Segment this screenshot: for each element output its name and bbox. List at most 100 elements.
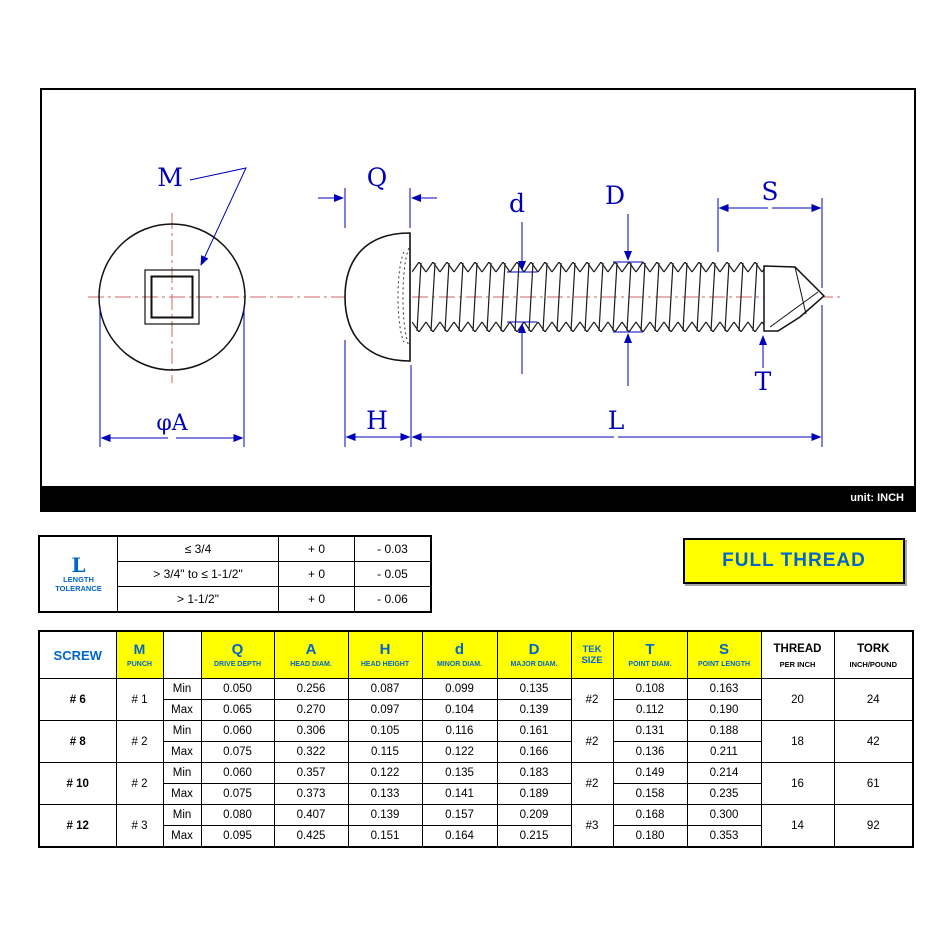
value-cell-major: 0.166 bbox=[496, 741, 572, 763]
col-header-point-length: S POINT LENGTH bbox=[686, 630, 762, 679]
spec-row-max: Max 0.095 0.425 0.151 0.164 0.215 0.180 … bbox=[39, 825, 913, 848]
tork-cell: 24 bbox=[833, 678, 914, 721]
col-header-label: Q bbox=[231, 641, 244, 658]
col-header-screw: SCREW bbox=[38, 630, 117, 679]
tolerance-sub-line2: TOLERANCE bbox=[55, 584, 102, 593]
col-header-label: T bbox=[645, 641, 655, 658]
max-label-cell: Max bbox=[162, 741, 202, 763]
punch-cell: # 2 bbox=[115, 720, 164, 763]
dim-label-d-major: D bbox=[605, 181, 625, 210]
thread-per-inch-cell: 20 bbox=[760, 678, 835, 721]
col-header-label: TORK bbox=[857, 643, 890, 655]
tolerance-header-cell: L LENGTH TOLERANCE bbox=[38, 535, 118, 613]
dim-label-t: T bbox=[755, 367, 772, 396]
value-cell-s: 0.300 bbox=[686, 804, 762, 826]
value-cell-a: 0.322 bbox=[273, 741, 349, 763]
spec-row-min: # 12 # 3 Min 0.080 0.407 0.139 0.157 0.2… bbox=[38, 804, 914, 848]
col-header-tek-size: TEK SIZE bbox=[570, 630, 614, 679]
tolerance-minus: - 0.03 bbox=[354, 535, 432, 562]
tolerance-minus: - 0.05 bbox=[354, 561, 432, 587]
value-cell-a: 0.373 bbox=[273, 783, 349, 805]
drill-point bbox=[763, 265, 826, 332]
col-header-sublabel: DRIVE DEPTH bbox=[213, 661, 262, 668]
tolerance-range: > 3/4" to ≤ 1-1/2" bbox=[117, 561, 279, 587]
col-header-sublabel: POINT DIAM. bbox=[628, 661, 672, 668]
value-cell-s: 0.353 bbox=[686, 825, 762, 848]
col-header-label: S bbox=[718, 641, 729, 658]
col-header-label: D bbox=[528, 641, 540, 658]
drill-point-flutes bbox=[769, 266, 819, 328]
value-cell-h: 0.122 bbox=[347, 762, 423, 784]
max-label-cell: Max bbox=[162, 783, 202, 805]
flute-line-1 bbox=[794, 266, 807, 315]
tek-size-cell: #2 bbox=[570, 762, 614, 805]
value-cell-q: 0.075 bbox=[200, 783, 275, 805]
screw-size-cell: # 8 bbox=[38, 720, 117, 763]
head-front-view bbox=[98, 223, 246, 371]
tolerance-letter: L bbox=[71, 553, 86, 577]
tolerance-sub-line1: LENGTH bbox=[63, 575, 94, 584]
dim-label-h: H bbox=[366, 406, 388, 435]
value-cell-h: 0.139 bbox=[347, 804, 423, 826]
tolerance-plus: + 0 bbox=[278, 535, 355, 562]
value-cell-minor: 0.164 bbox=[421, 825, 498, 848]
value-cell-minor: 0.099 bbox=[421, 678, 498, 700]
value-cell-q: 0.095 bbox=[200, 825, 275, 848]
value-cell-q: 0.080 bbox=[200, 804, 275, 826]
square-drive-inner bbox=[150, 275, 194, 319]
spec-row-min: # 10 # 2 Min 0.060 0.357 0.122 0.135 0.1… bbox=[38, 762, 914, 805]
value-cell-a: 0.357 bbox=[273, 762, 349, 784]
tolerance-range: ≤ 3/4 bbox=[117, 535, 279, 562]
thread-per-inch-cell: 14 bbox=[760, 804, 835, 848]
spec-row-max: Max 0.075 0.322 0.115 0.122 0.166 0.136 … bbox=[39, 741, 913, 763]
value-cell-t: 0.158 bbox=[612, 783, 688, 805]
value-cell-h: 0.133 bbox=[347, 783, 423, 805]
head-circle bbox=[98, 223, 246, 371]
col-header-sublabel: INCH/POUND bbox=[849, 660, 897, 669]
length-tolerance-table: L LENGTH TOLERANCE ≤ 3/4 + 0 - 0.03 > 3/… bbox=[38, 535, 432, 613]
tolerance-plus: + 0 bbox=[278, 586, 355, 613]
tolerance-plus: + 0 bbox=[278, 561, 355, 587]
value-cell-q: 0.050 bbox=[200, 678, 275, 700]
dim-label-q: Q bbox=[367, 163, 388, 192]
value-cell-q: 0.060 bbox=[200, 720, 275, 742]
tek-size-cell: #2 bbox=[570, 720, 614, 763]
min-label-cell: Min bbox=[162, 804, 202, 826]
spec-header-row: SCREW M PUNCH Q DRIVE DEPTH A HEAD DIAM.… bbox=[38, 630, 914, 679]
value-cell-t: 0.168 bbox=[612, 804, 688, 826]
value-cell-t: 0.108 bbox=[612, 678, 688, 700]
value-cell-minor: 0.157 bbox=[421, 804, 498, 826]
thread-pattern bbox=[412, 262, 764, 332]
col-header-tork: TORK INCH/POUND bbox=[833, 630, 914, 679]
min-label-cell: Min bbox=[162, 720, 202, 742]
max-label-cell: Max bbox=[162, 825, 202, 848]
col-header-major-diam: D MAJOR DIAM. bbox=[496, 630, 572, 679]
value-cell-major: 0.139 bbox=[496, 699, 572, 721]
value-cell-minor: 0.104 bbox=[421, 699, 498, 721]
thread-per-inch-cell: 18 bbox=[760, 720, 835, 763]
punch-cell: # 1 bbox=[115, 678, 164, 721]
dim-label-l: L bbox=[608, 406, 625, 435]
col-header-sublabel: HEAD DIAM. bbox=[290, 661, 332, 668]
value-cell-t: 0.149 bbox=[612, 762, 688, 784]
col-header-sublabel: PER INCH bbox=[779, 660, 816, 669]
tek-size-cell: #2 bbox=[570, 678, 614, 721]
value-cell-major: 0.161 bbox=[496, 720, 572, 742]
value-cell-q: 0.060 bbox=[200, 762, 275, 784]
value-cell-major: 0.135 bbox=[496, 678, 572, 700]
technical-drawing-box: M Q d D S T H L φA unit: INCH bbox=[40, 88, 916, 512]
value-cell-major: 0.183 bbox=[496, 762, 572, 784]
thread-per-inch-cell: 16 bbox=[760, 762, 835, 805]
value-cell-minor: 0.141 bbox=[421, 783, 498, 805]
head-side-profile bbox=[344, 232, 411, 362]
value-cell-minor: 0.135 bbox=[421, 762, 498, 784]
recess-hidden-lines bbox=[397, 247, 410, 347]
recess-hidden-line-1 bbox=[397, 251, 405, 343]
tork-cell: 92 bbox=[833, 804, 914, 848]
dim-label-phi-a: φA bbox=[156, 411, 188, 436]
dim-label-d-minor: d bbox=[509, 189, 525, 218]
col-header-label: H bbox=[379, 641, 391, 658]
value-cell-q: 0.065 bbox=[200, 699, 275, 721]
col-header-thread-per-inch: THREAD PER INCH bbox=[760, 630, 835, 679]
col-header-minmax bbox=[162, 630, 202, 679]
